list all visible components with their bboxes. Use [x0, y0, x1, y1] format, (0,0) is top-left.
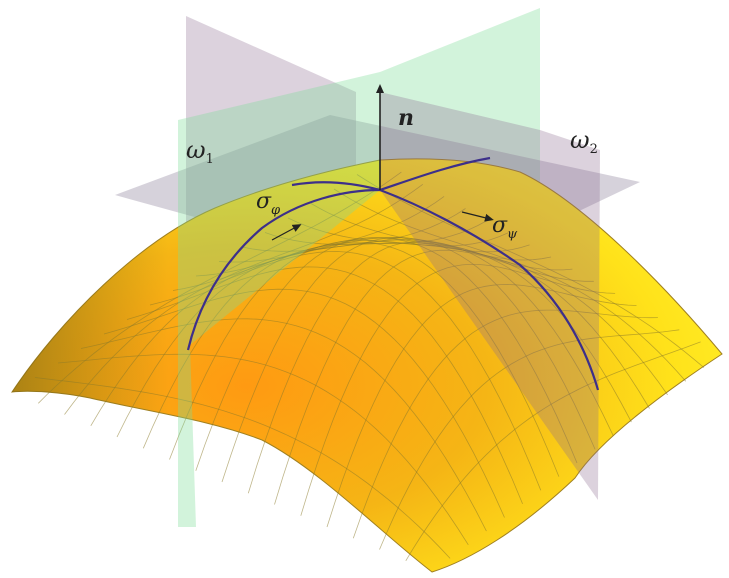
label-omega2: ω2	[570, 126, 598, 157]
grid-line	[326, 284, 637, 528]
grid-line	[64, 183, 424, 415]
label-omega1: ω1	[186, 136, 214, 167]
label-n: n	[398, 105, 414, 131]
curve-sigma-phi	[186, 156, 491, 351]
surface	[10, 158, 723, 573]
plane-omega2-front	[380, 92, 600, 500]
grid-line	[300, 264, 616, 516]
plane-omega1-front	[178, 72, 380, 527]
grid-line	[379, 329, 680, 550]
label-sigma-psi: σψ	[492, 213, 518, 242]
surface-grid	[34, 171, 705, 562]
grid-line	[169, 232, 509, 460]
grid-line	[221, 237, 552, 483]
grid-line	[352, 309, 658, 539]
grid-line	[116, 208, 466, 438]
grid-line	[247, 241, 573, 494]
curve-sigma-psi	[291, 181, 600, 391]
grid-line	[274, 249, 594, 505]
label-sigma-phi: σφ	[256, 189, 281, 218]
grid-line	[405, 341, 701, 562]
tangent-sigma-phi-arrow	[271, 224, 302, 241]
tangent-sigma-psi-arrow	[461, 211, 494, 222]
